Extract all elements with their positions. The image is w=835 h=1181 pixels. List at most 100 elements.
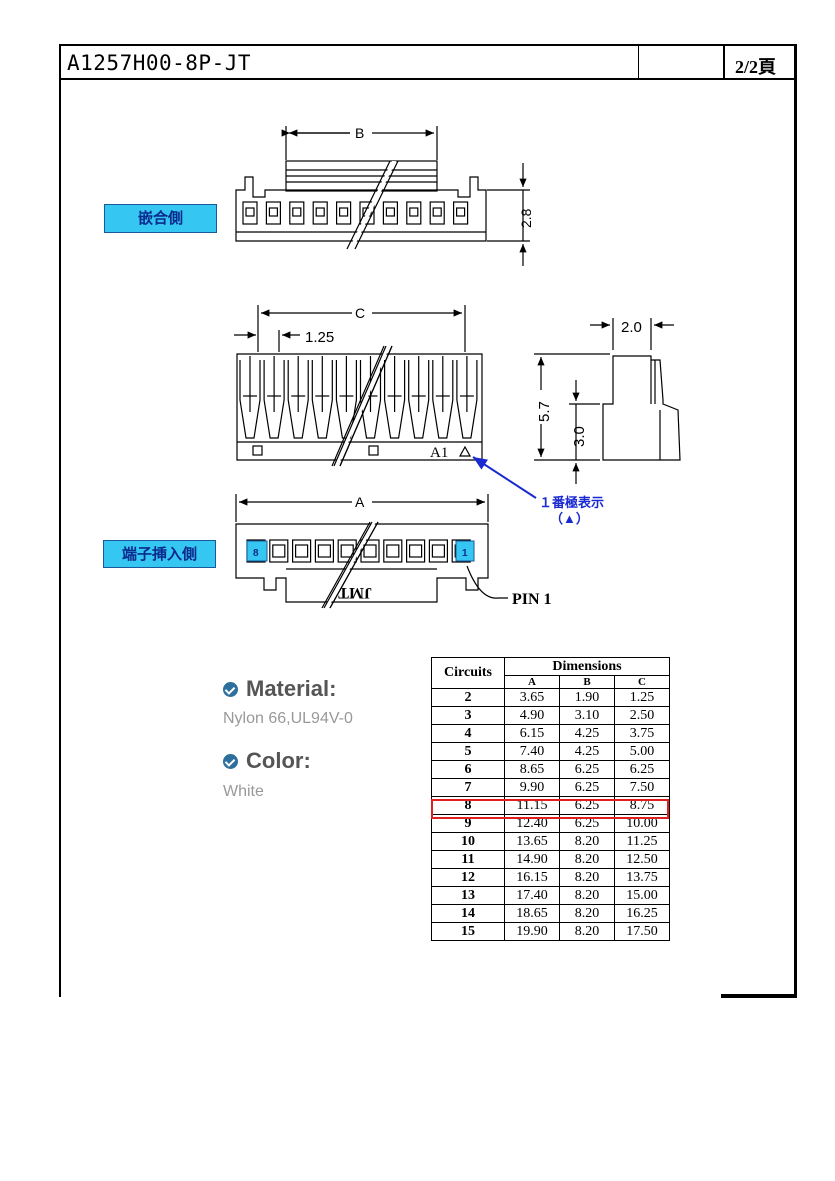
check-circle-icon [223,753,238,769]
dim-c-cell: 6.25 [614,760,670,779]
cavity-top [336,201,352,225]
page-number: 2/2頁 [735,57,777,77]
dim-c-cell: 7.50 [614,778,670,797]
dim-c-cell: 12.50 [614,850,670,869]
dim-b-cell: 6.25 [559,760,615,779]
dim-c-cell: 15.00 [614,886,670,905]
cavity-top [382,201,398,225]
dim-2-8-label: 2.8 [518,208,534,228]
cavity-top-window [315,207,325,217]
dim-a-cell: 8.65 [504,760,560,779]
pin1-label: PIN 1 [512,591,552,608]
dim-b-cell: 8.20 [559,922,615,941]
check-circle-icon [223,681,238,697]
circuits-cell: 13 [431,886,505,905]
part-code: A1257H00-8P-JT [67,51,252,75]
cavity-front [384,360,406,439]
top-view [235,126,530,266]
dim-a-cell: 7.40 [504,742,560,761]
material-value: Nylon 66,UL94V-0 [223,710,353,727]
cavity-top [406,201,422,225]
dim-b-cell: 4.25 [559,742,615,761]
circuits-cell: 14 [431,904,505,923]
circuits-header: Circuits [431,657,505,689]
cavity-bottom-window [317,544,331,558]
terminal-side-tag: 端子挿入側 [103,540,216,568]
dim-b-cell: 8.20 [559,904,615,923]
cavity-front [359,360,382,439]
circuits-cell: 2 [431,688,505,707]
pin1-note-line1: １番極表示 [539,495,604,510]
dim-b-cell: 8.20 [559,886,615,905]
dim-b-cell: 8.20 [559,832,615,851]
dim-c-cell: 3.75 [614,724,670,743]
cavity-top [312,201,328,225]
cavity-bottom [292,539,312,563]
col-header-b: B [559,675,615,689]
cavity-bottom-window [363,544,377,558]
dim-5-7-label: 5.7 [536,401,553,422]
dim-b-cell: 4.25 [559,724,615,743]
circuits-cell: 6 [431,760,505,779]
circuits-cell: 12 [431,868,505,887]
selected-row-highlight [431,799,669,819]
cavity-bottom [314,539,334,563]
cavity-front [287,360,309,439]
dim-a-cell: 14.90 [504,850,560,869]
side-view [534,318,681,484]
cavity-bottom-window [409,544,423,558]
dim-b-cell: 6.25 [559,778,615,797]
dim-a-cell: 16.15 [504,868,560,887]
cavity-top-window [292,207,302,217]
dim-a-cell: 6.15 [504,724,560,743]
cavity-bottom [428,539,448,563]
cavity-front [432,360,454,439]
bottom-rule [721,994,797,998]
cavity-top-window [409,207,419,217]
circuits-cell: 3 [431,706,505,725]
dim-b-cell: 8.20 [559,850,615,869]
pin1-note-line2: （▲） [550,511,589,526]
dim-b-cell: 1.90 [559,688,615,707]
dim-a-cell: 13.65 [504,832,560,851]
dim-a-cell: 17.40 [504,886,560,905]
dim-c-cell: 16.25 [614,904,670,923]
dim-a-cell: 3.65 [504,688,560,707]
dim-b-cell: 3.10 [559,706,615,725]
title-block: A1257H00-8P-JT 2/2頁 [61,46,796,80]
a1-mark-label: A1 [430,445,448,461]
cavity-bottom-window [272,544,286,558]
technical-drawing: B 2.8 C 1.25 A1 2.0 5.7 3. [234,125,681,609]
circuits-cell: 5 [431,742,505,761]
cavity-top-window [339,207,349,217]
dim-2-0-label: 2.0 [621,319,642,336]
cavity-top [265,201,281,225]
bottom-view [235,494,508,609]
cavity-front [456,360,478,439]
dim-c-cell: 11.25 [614,832,670,851]
dim-c-cell: 1.25 [614,688,670,707]
col-header-c: C [614,675,670,689]
cavity-front [239,360,261,439]
pin-8-marker [246,540,268,562]
cavity-top [289,201,305,225]
cavity-front [408,360,430,439]
dim-c-cell: 13.75 [614,868,670,887]
indicator-leader [472,456,537,499]
cavity-top [453,201,469,225]
dim-3-0-label: 3.0 [571,426,588,447]
cavity-top [242,201,258,225]
cavity-top-window [268,207,278,217]
title-block-page-cell [723,46,798,78]
pin-8-number: 8 [253,548,259,559]
color-heading: Color: [223,748,311,774]
